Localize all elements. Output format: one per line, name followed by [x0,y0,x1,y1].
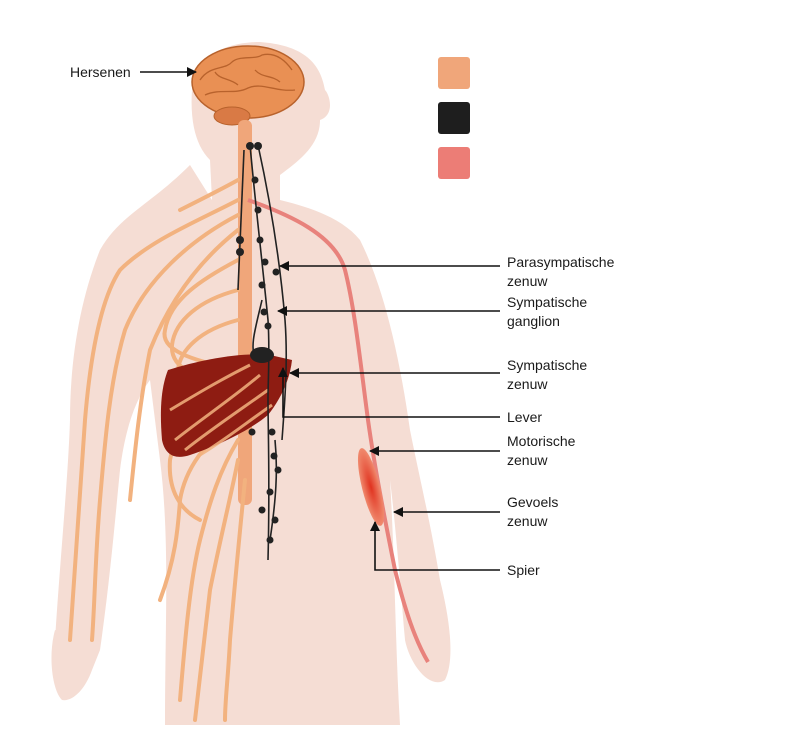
label-hersenen: Hersenen [70,64,131,80]
label-parasympathische-line2: zenuw [507,273,548,289]
label-motorische-line1: Motorische [507,433,576,449]
motor-nerve [247,198,430,664]
sensory-nerves [68,178,247,722]
pointer-arrows [140,67,500,571]
spinal-cord [238,120,252,505]
label-parasympathische: Parasympatische zenuw [507,253,614,291]
ganglion-dots [236,142,282,544]
legend-swatch-motor [438,147,470,179]
label-gevoels-line2: zenuw [507,513,548,529]
label-sympatische-zenuw-line1: Sympatische [507,357,588,373]
label-sympatische-ganglion-line1: Sympatische [507,294,588,310]
label-sympatische-zenuw: Sympatische zenuw [507,356,587,394]
label-lever: Lever [507,409,543,425]
label-sympatische-ganglion-line2: ganglion [507,313,560,329]
label-spier: Spier [507,562,540,578]
arrow-lever [278,367,500,418]
arrow-spier [370,521,500,571]
label-motorische: Motorische zenuw [507,432,575,470]
muscle [357,448,385,526]
label-parasympathische-line1: Parasympatische [507,254,615,270]
label-gevoels-line1: Gevoels [507,494,559,510]
legend-swatch-autonomic [438,102,470,134]
label-motorische-line2: zenuw [507,452,548,468]
label-sympatische-zenuw-line2: zenuw [507,376,548,392]
label-gevoels: Gevoels zenuw [507,493,558,531]
legend-swatch-sensory [438,57,470,89]
liver [160,354,292,457]
brain [191,45,305,126]
label-sympatische-ganglion: Sympatische ganglion [507,293,587,331]
